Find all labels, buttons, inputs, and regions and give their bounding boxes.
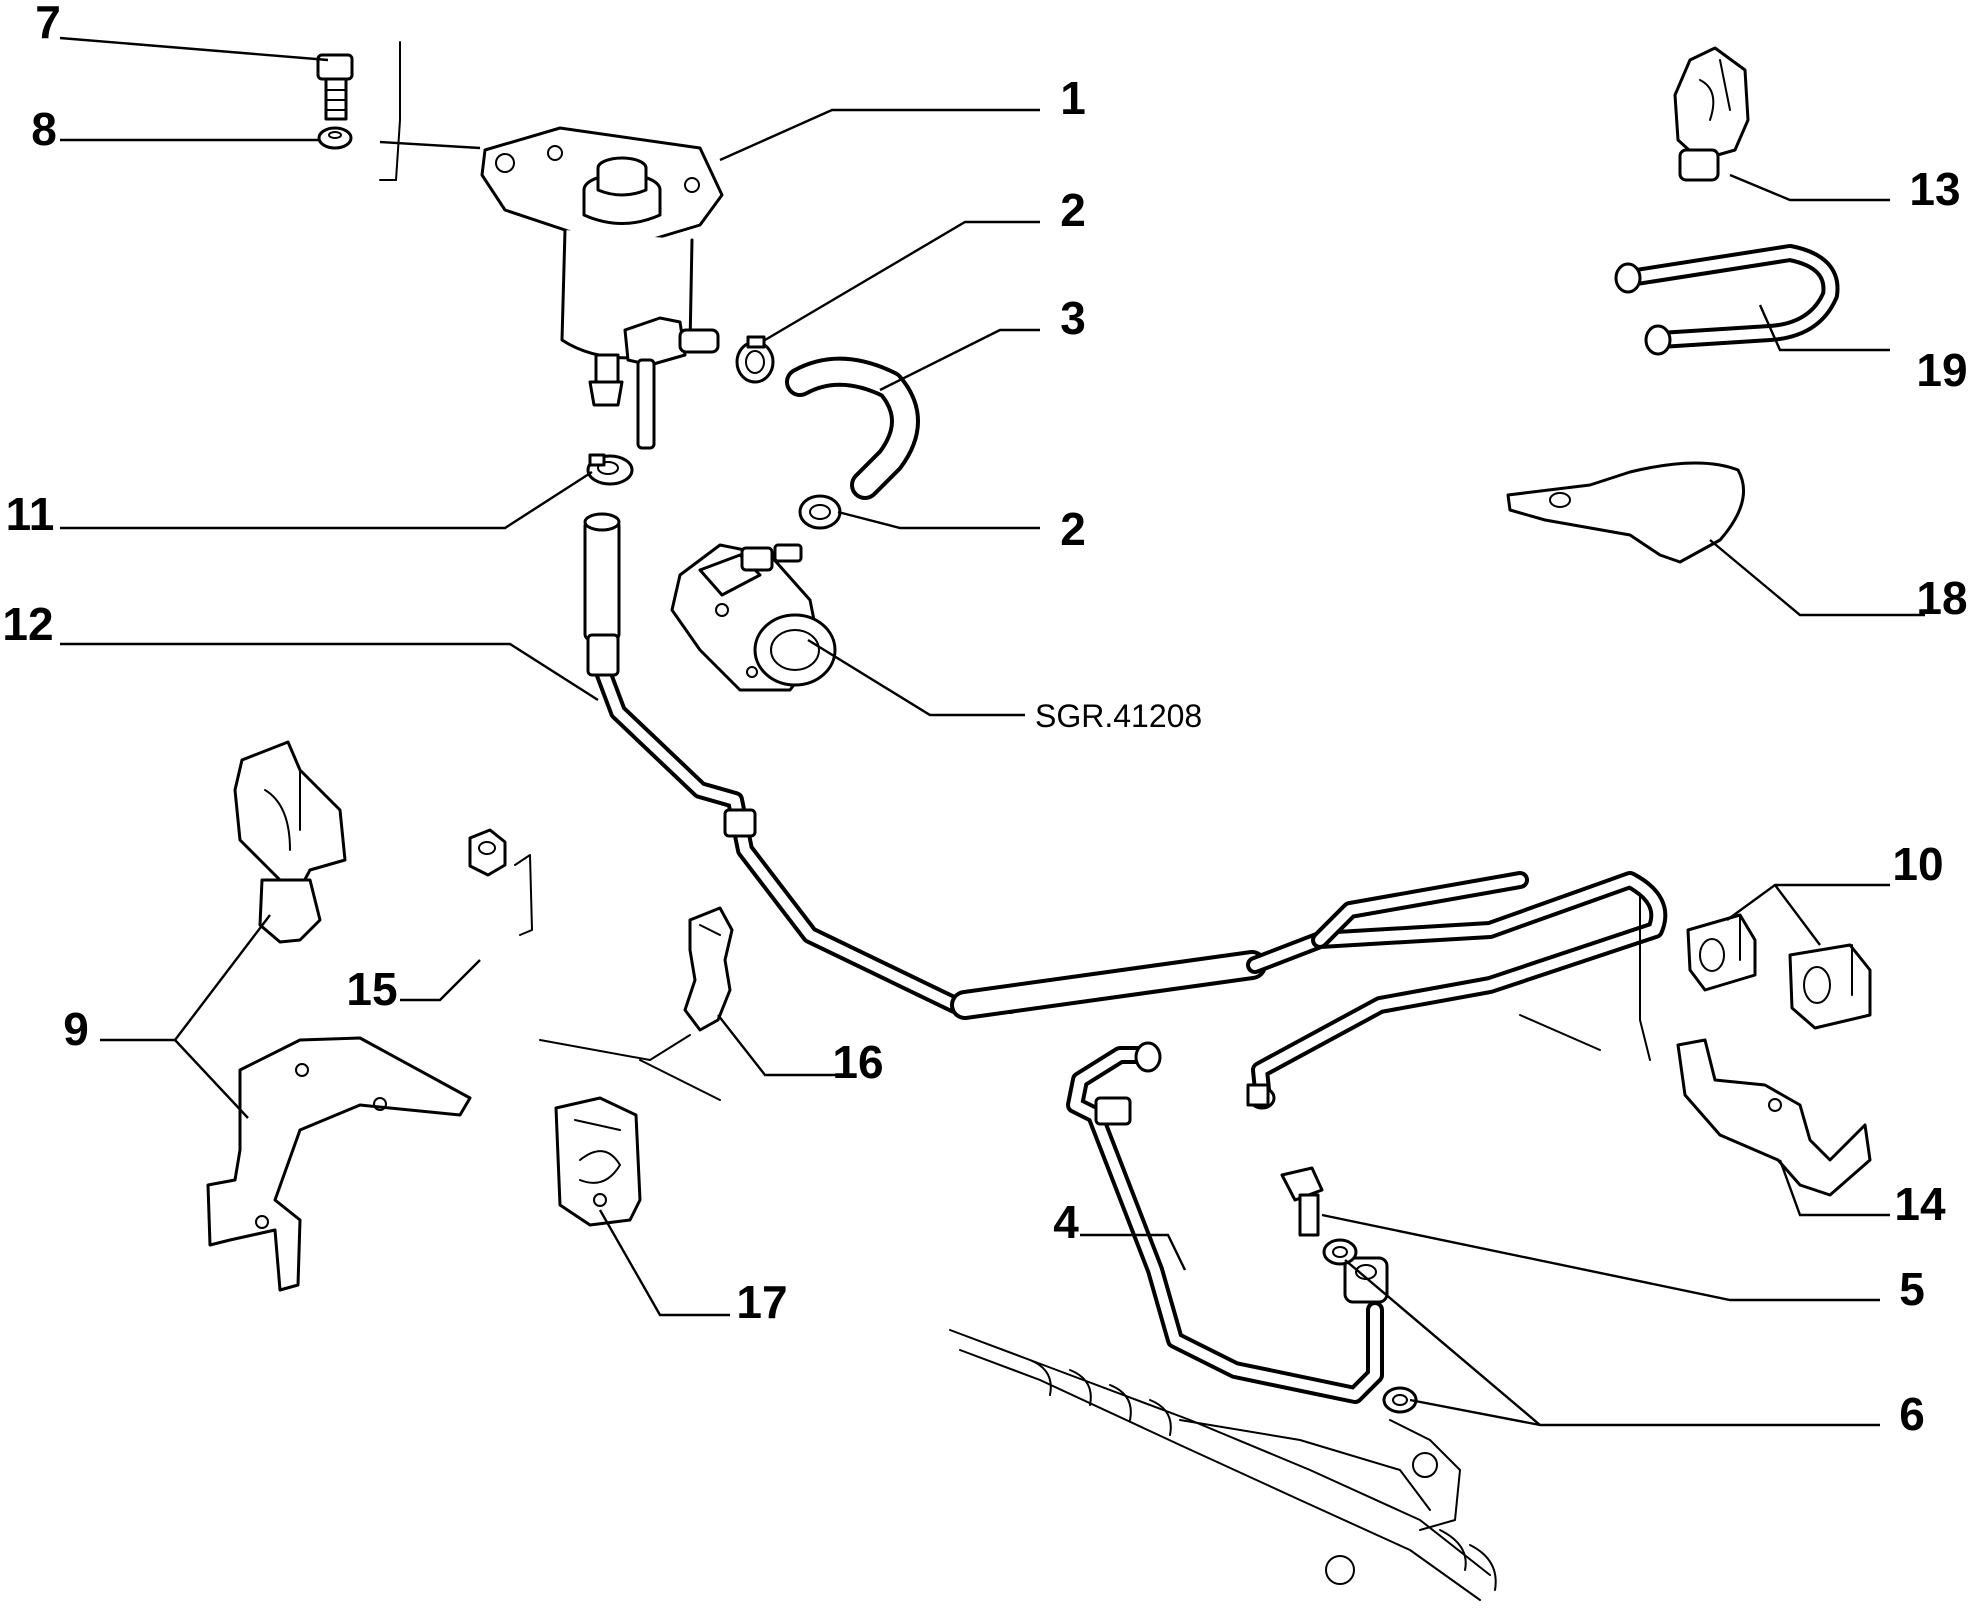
part-reservoir-1 bbox=[480, 126, 724, 450]
callout-9: 9 bbox=[63, 1003, 89, 1055]
part-pump-sgr41208 bbox=[670, 543, 837, 692]
part-clamp-11 bbox=[586, 453, 634, 486]
callout-5: 5 bbox=[1899, 1263, 1925, 1315]
bracket-10-14 bbox=[1639, 894, 1651, 1061]
callout-15: 15 bbox=[346, 963, 397, 1015]
part-pipe-loop-10 bbox=[1246, 871, 1668, 1110]
part-pipe-4 bbox=[1066, 1041, 1389, 1404]
callout-4: 4 bbox=[1053, 1196, 1079, 1248]
part-clamp-17 bbox=[554, 1096, 642, 1227]
part-clamp-2-upper bbox=[735, 335, 775, 384]
callout-11: 11 bbox=[6, 488, 55, 540]
part-clip-13 bbox=[1673, 46, 1750, 182]
part-bush-10-a bbox=[1686, 913, 1757, 992]
part-steering-rack bbox=[949, 1329, 1497, 1601]
callout-16: 16 bbox=[832, 1036, 883, 1088]
reference-code: SGR.41208 bbox=[1035, 698, 1202, 734]
decor-line bbox=[539, 1034, 721, 1101]
part-clamp-2-lower bbox=[798, 494, 842, 530]
part-clip-9 bbox=[233, 740, 347, 944]
callout-10: 10 bbox=[1892, 838, 1943, 890]
callout-12: 12 bbox=[2, 598, 53, 650]
part-bolt-7 bbox=[316, 53, 354, 121]
callout-13: 13 bbox=[1909, 163, 1960, 215]
part-bolt-5 bbox=[1280, 1166, 1324, 1237]
part-shield-18 bbox=[1506, 461, 1746, 564]
leader-lines bbox=[59, 36, 1925, 1427]
callout-6: 6 bbox=[1899, 1388, 1925, 1440]
part-pipe-12 bbox=[583, 512, 1267, 1020]
part-spacer-16 bbox=[683, 906, 734, 1032]
part-washer-8 bbox=[317, 126, 353, 150]
part-nut-15 bbox=[468, 828, 507, 877]
bracket-7-8 bbox=[379, 41, 401, 181]
callout-3: 3 bbox=[1060, 292, 1086, 344]
callout-8: 8 bbox=[31, 103, 57, 155]
part-bracket-14 bbox=[1676, 1038, 1872, 1197]
part-bracket-9 bbox=[206, 1036, 472, 1292]
callout-7: 7 bbox=[35, 0, 61, 48]
part-washer-6-a bbox=[1322, 1238, 1358, 1266]
callout-2a: 2 bbox=[1060, 184, 1086, 236]
callout-14: 14 bbox=[1894, 1178, 1946, 1230]
part-hose-3 bbox=[785, 356, 920, 500]
bracket-15-16 bbox=[514, 854, 533, 936]
part-u-pipe-19 bbox=[1614, 244, 1840, 356]
bracket-line-10-14 bbox=[1519, 1014, 1601, 1051]
callout-19: 19 bbox=[1916, 344, 1967, 396]
callout-2b: 2 bbox=[1060, 503, 1086, 555]
part-bush-10-b bbox=[1788, 943, 1872, 1030]
callout-18: 18 bbox=[1916, 572, 1967, 624]
callout-1: 1 bbox=[1060, 72, 1086, 124]
callout-17: 17 bbox=[736, 1276, 787, 1328]
